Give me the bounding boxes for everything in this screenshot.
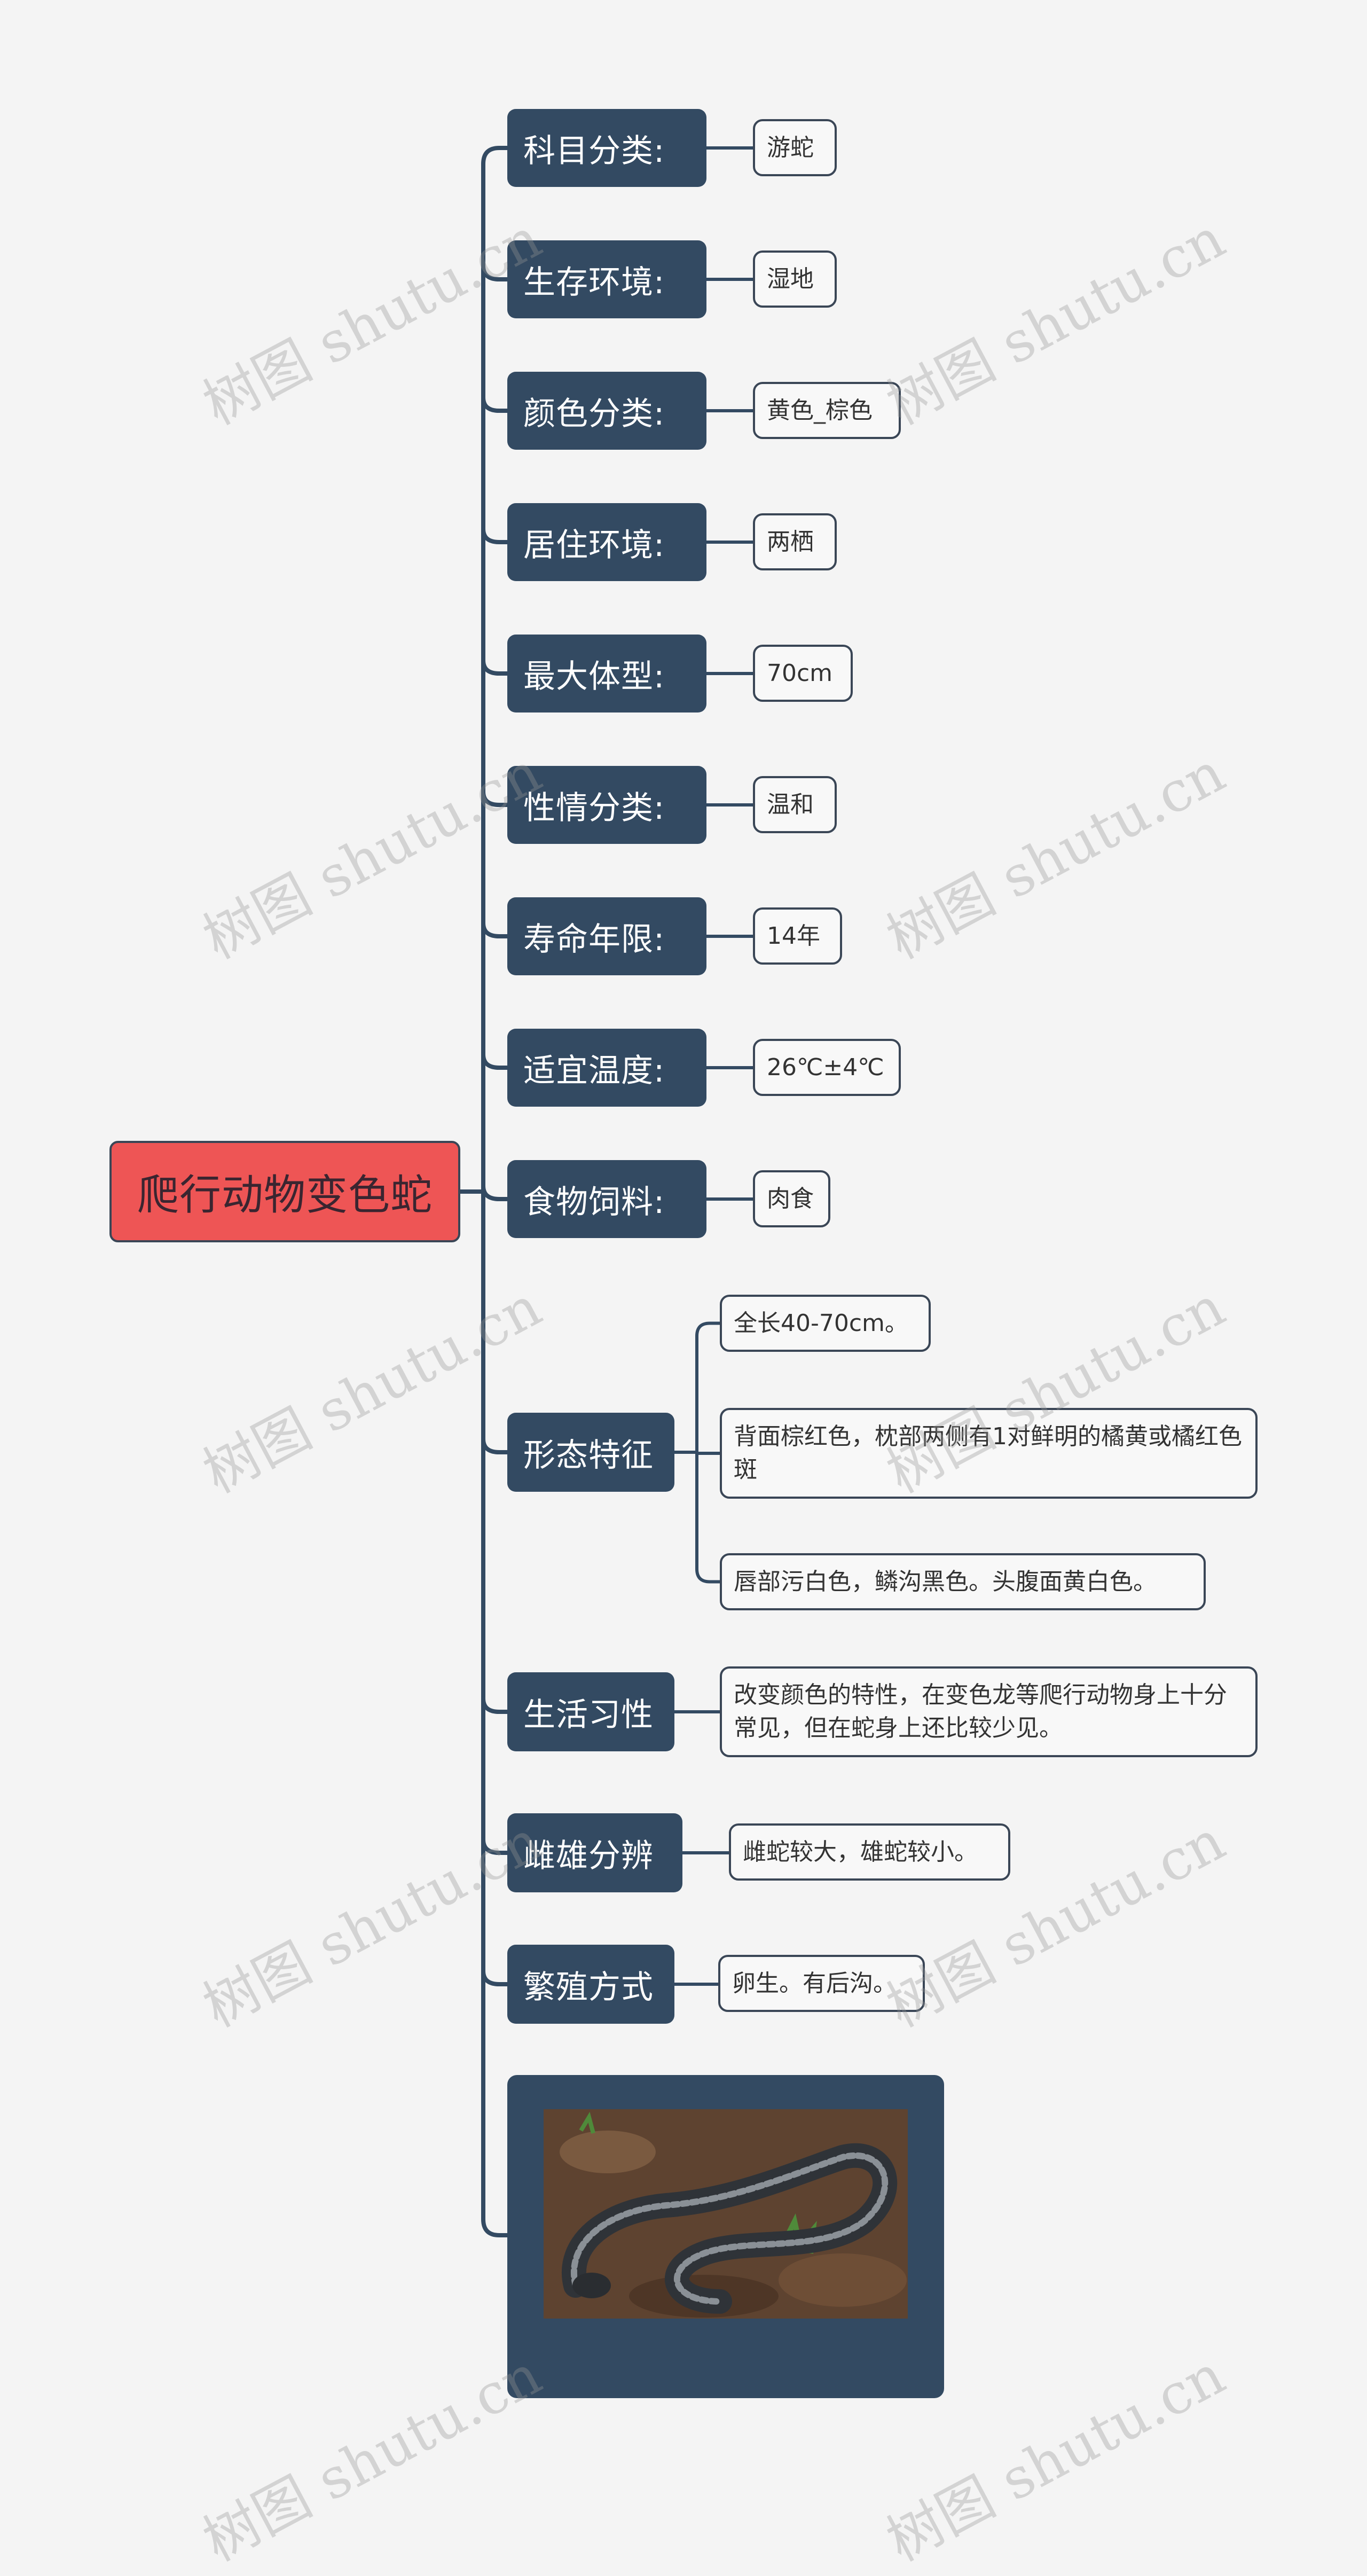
category-temperature[interactable]: 适宜温度:	[507, 1029, 706, 1107]
category-color[interactable]: 颜色分类:	[507, 372, 706, 450]
value-habits[interactable]: 改变颜色的特性，在变色龙等爬行动物身上十分常见，但在蛇身上还比较少见。	[720, 1666, 1258, 1757]
value-color[interactable]: 黄色_棕色	[753, 382, 901, 439]
value-morphology-lips[interactable]: 唇部污白色，鳞沟黑色。头腹面黄白色。	[720, 1553, 1206, 1610]
category-living-environment[interactable]: 居住环境:	[507, 503, 706, 581]
category-taxonomy[interactable]: 科目分类:	[507, 109, 706, 187]
category-reproduction[interactable]: 繁殖方式	[507, 1945, 674, 2024]
image-node[interactable]	[507, 2075, 944, 2398]
category-food[interactable]: 食物饲料:	[507, 1160, 706, 1238]
value-food[interactable]: 肉食	[753, 1170, 830, 1227]
value-taxonomy[interactable]: 游蛇	[753, 119, 837, 176]
value-temperament[interactable]: 温和	[753, 776, 837, 833]
category-max-size[interactable]: 最大体型:	[507, 635, 706, 712]
value-temperature[interactable]: 26℃±4℃	[753, 1039, 901, 1096]
mind-map-canvas: 爬行动物变色蛇 科目分类: 游蛇 生存环境: 湿地 颜色分类: 黄色_棕色 居住…	[0, 0, 1367, 2508]
value-sex-distinction[interactable]: 雌蛇较大，雄蛇较小。	[729, 1823, 1010, 1881]
value-habitat[interactable]: 湿地	[753, 250, 837, 308]
snake-photo-icon	[544, 2109, 908, 2319]
value-living-environment[interactable]: 两栖	[753, 513, 837, 570]
value-max-size[interactable]: 70cm	[753, 645, 853, 702]
value-lifespan[interactable]: 14年	[753, 907, 842, 965]
category-morphology[interactable]: 形态特征	[507, 1413, 674, 1492]
value-morphology-length[interactable]: 全长40-70cm。	[720, 1295, 931, 1352]
category-habits[interactable]: 生活习性	[507, 1672, 674, 1751]
category-lifespan[interactable]: 寿命年限:	[507, 897, 706, 975]
root-node[interactable]: 爬行动物变色蛇	[109, 1141, 460, 1242]
